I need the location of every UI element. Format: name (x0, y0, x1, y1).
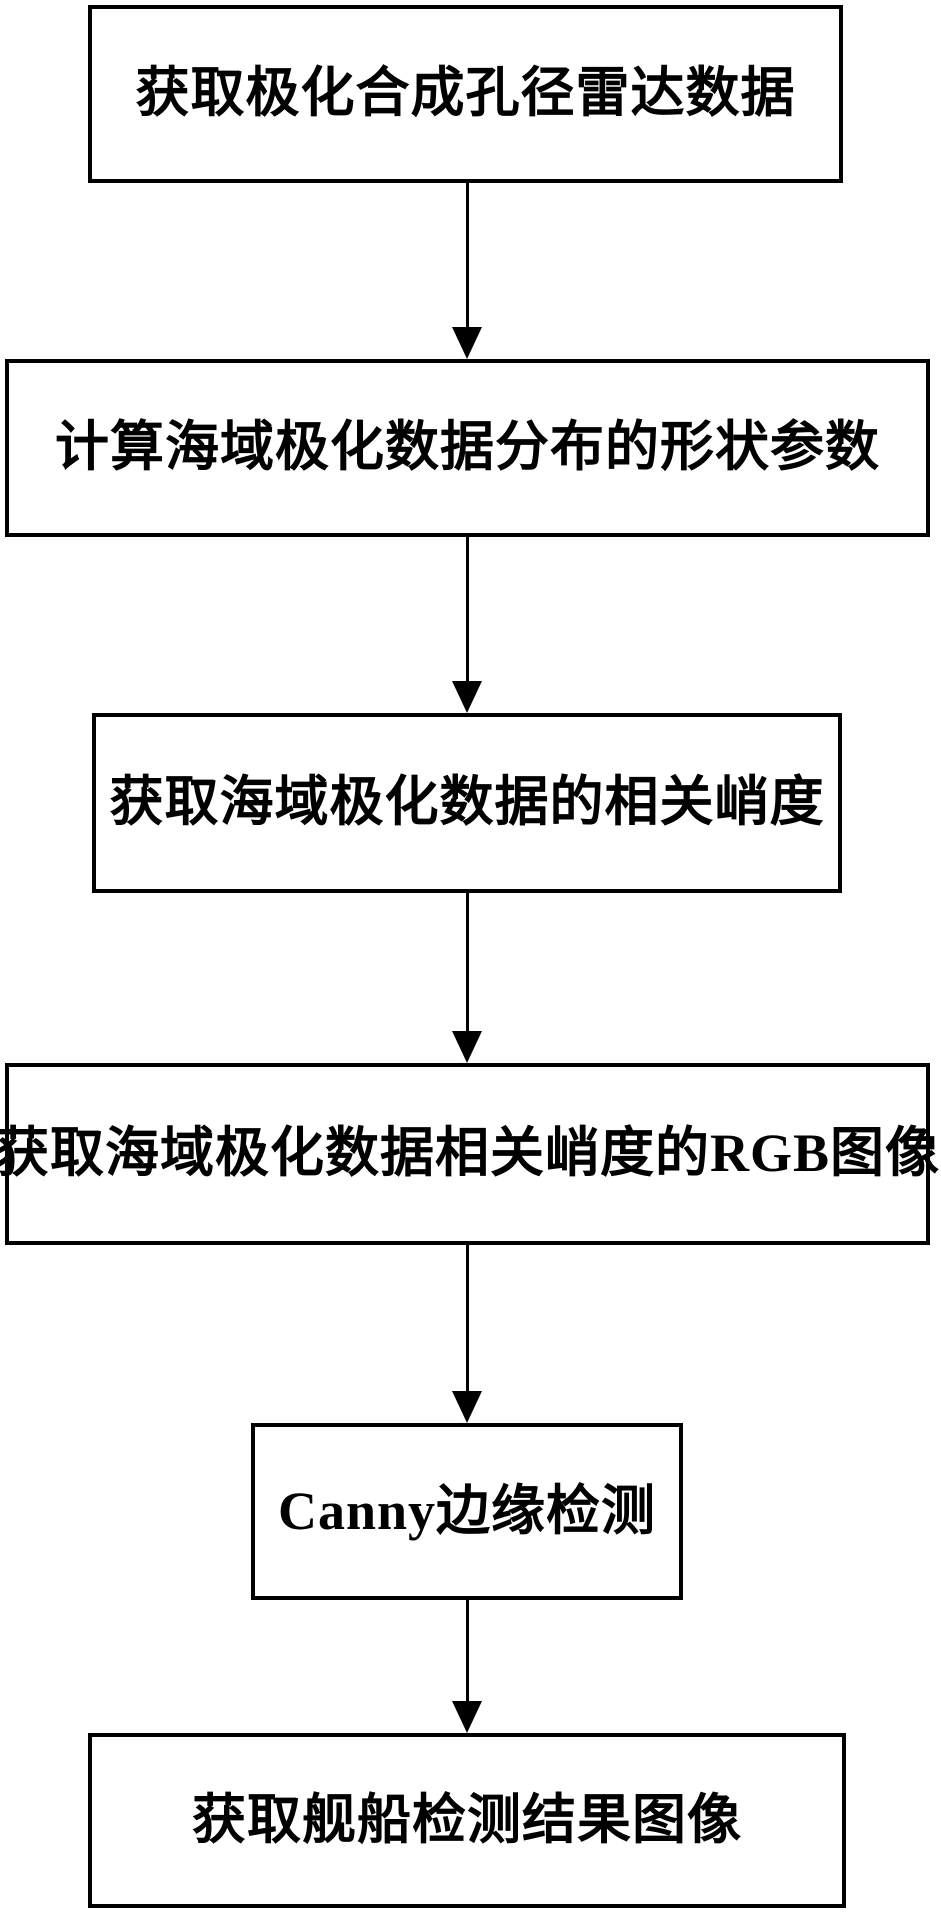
arrow-head-icon (452, 1391, 482, 1423)
arrow-shaft (465, 537, 469, 681)
flow-step-acquire-polsar-data: 获取极化合成孔径雷达数据 (88, 5, 843, 183)
arrow-shaft (465, 1245, 469, 1391)
flow-step-canny-edge-detection: Canny边缘检测 (251, 1423, 683, 1600)
flow-step-obtain-kurtosis-rgb-image: 获取海域极化数据相关峭度的RGB图像 (0, 1063, 939, 1245)
arrow-shaft (465, 1600, 469, 1701)
flow-arrow-5 (452, 1600, 482, 1733)
flow-step-compute-shape-parameter: 计算海域极化数据分布的形状参数 (5, 359, 930, 537)
arrow-shaft (465, 183, 469, 327)
arrow-head-icon (452, 327, 482, 359)
flow-step-label: 获取海域极化数据的相关峭度 (109, 772, 825, 833)
flow-step-ship-detection-result-image: 获取舰船检测结果图像 (88, 1733, 846, 1908)
flow-arrow-4 (452, 1245, 482, 1423)
flow-step-label: 计算海域极化数据分布的形状参数 (55, 417, 880, 478)
arrow-head-icon (452, 1701, 482, 1733)
arrow-head-icon (452, 681, 482, 713)
flow-arrow-2 (452, 537, 482, 713)
flow-step-label: 获取海域极化数据相关峭度的RGB图像 (0, 1123, 941, 1184)
flow-step-obtain-correlation-kurtosis: 获取海域极化数据的相关峭度 (92, 713, 842, 893)
arrow-shaft (465, 893, 469, 1031)
flow-step-label: 获取极化合成孔径雷达数据 (135, 63, 796, 124)
flow-arrow-1 (452, 183, 482, 359)
flow-step-label: Canny边缘检测 (277, 1480, 657, 1541)
arrow-head-icon (452, 1031, 482, 1063)
flow-step-label: 获取舰船检测结果图像 (192, 1789, 742, 1850)
flow-arrow-3 (452, 893, 482, 1063)
